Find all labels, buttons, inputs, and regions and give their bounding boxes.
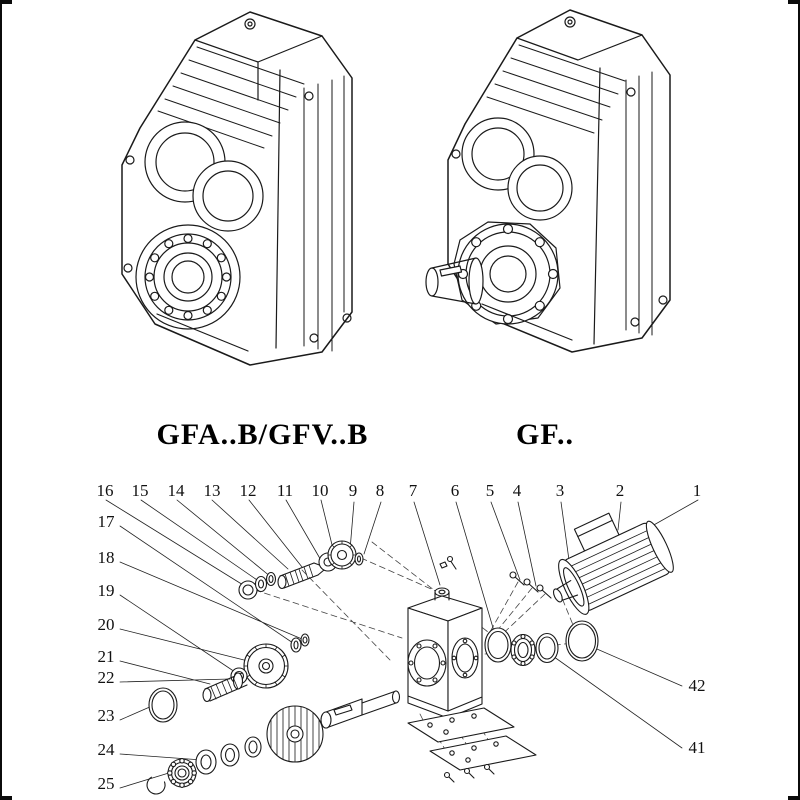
motor-rear-cap [645,520,674,573]
gearbox-housing [407,587,483,719]
housing-ridge [194,35,323,63]
corner-mark-bottom-right [788,796,800,800]
motor-fins [568,529,666,606]
leader-lines [105,499,699,789]
keyway [439,265,463,277]
housing-outline [121,11,353,366]
side-flange [451,637,479,679]
output-shaft-parts [146,690,401,795]
snap-ring [146,776,166,795]
motor-shaft [552,588,563,603]
motor-screws [509,571,552,599]
cover-plates [407,707,537,783]
mounting-screws [451,87,668,327]
face-boundary [593,67,601,345]
cooling-fins [157,46,305,149]
page-edge-left [0,0,2,800]
cooling-fins [486,44,626,134]
bearing-balls [144,233,232,321]
motor-side-rings [484,620,599,667]
exploded-parts-diagram [105,499,699,795]
base-line [481,303,573,341]
side-ribs [625,71,653,336]
input-bearing-bores [461,117,573,221]
input-shaft-parts [238,540,457,600]
top-plug [564,16,576,28]
page-edge-right [798,0,800,800]
small-screw [446,555,457,570]
front-bore [407,639,447,687]
key-pin [439,561,448,569]
cover-screws [443,763,495,783]
gearbox-drawing-shaft-mounted [121,11,353,366]
corner-mark-bottom-left [0,796,12,800]
keyway [333,704,353,716]
intermediate-gear [243,643,289,689]
face-boundary [275,69,281,349]
base-line [156,313,249,352]
corner-mark-top-left [0,0,12,4]
assembly-dashed-lines [254,541,581,755]
main-bearing [135,224,241,330]
intermediate-shaft-parts [148,633,310,723]
helical-gear [266,705,324,763]
input-gear [327,540,357,570]
mounting-screws [123,91,352,343]
side-ribs [303,75,345,352]
gearbox-drawing-shaft-output [425,9,671,353]
motor-side-bearing [510,633,536,667]
electric-motor [552,512,674,615]
corner-mark-top-right [788,0,800,4]
splined-shaft [202,672,248,703]
model-label-gfab-gfvb: GFA..B/GFV..B [156,418,369,451]
input-bearing-bores [144,121,264,232]
ball-bearing [167,758,197,788]
housing-outline [447,9,671,353]
output-shaft [320,690,401,729]
pinion-shaft [277,562,325,590]
model-label-gf: GF.. [516,418,574,451]
housing-ridge [516,34,643,61]
flange-bolt-holes [457,223,559,325]
output-shaft [425,257,484,305]
top-plug [244,18,256,30]
top-boss [434,587,450,601]
